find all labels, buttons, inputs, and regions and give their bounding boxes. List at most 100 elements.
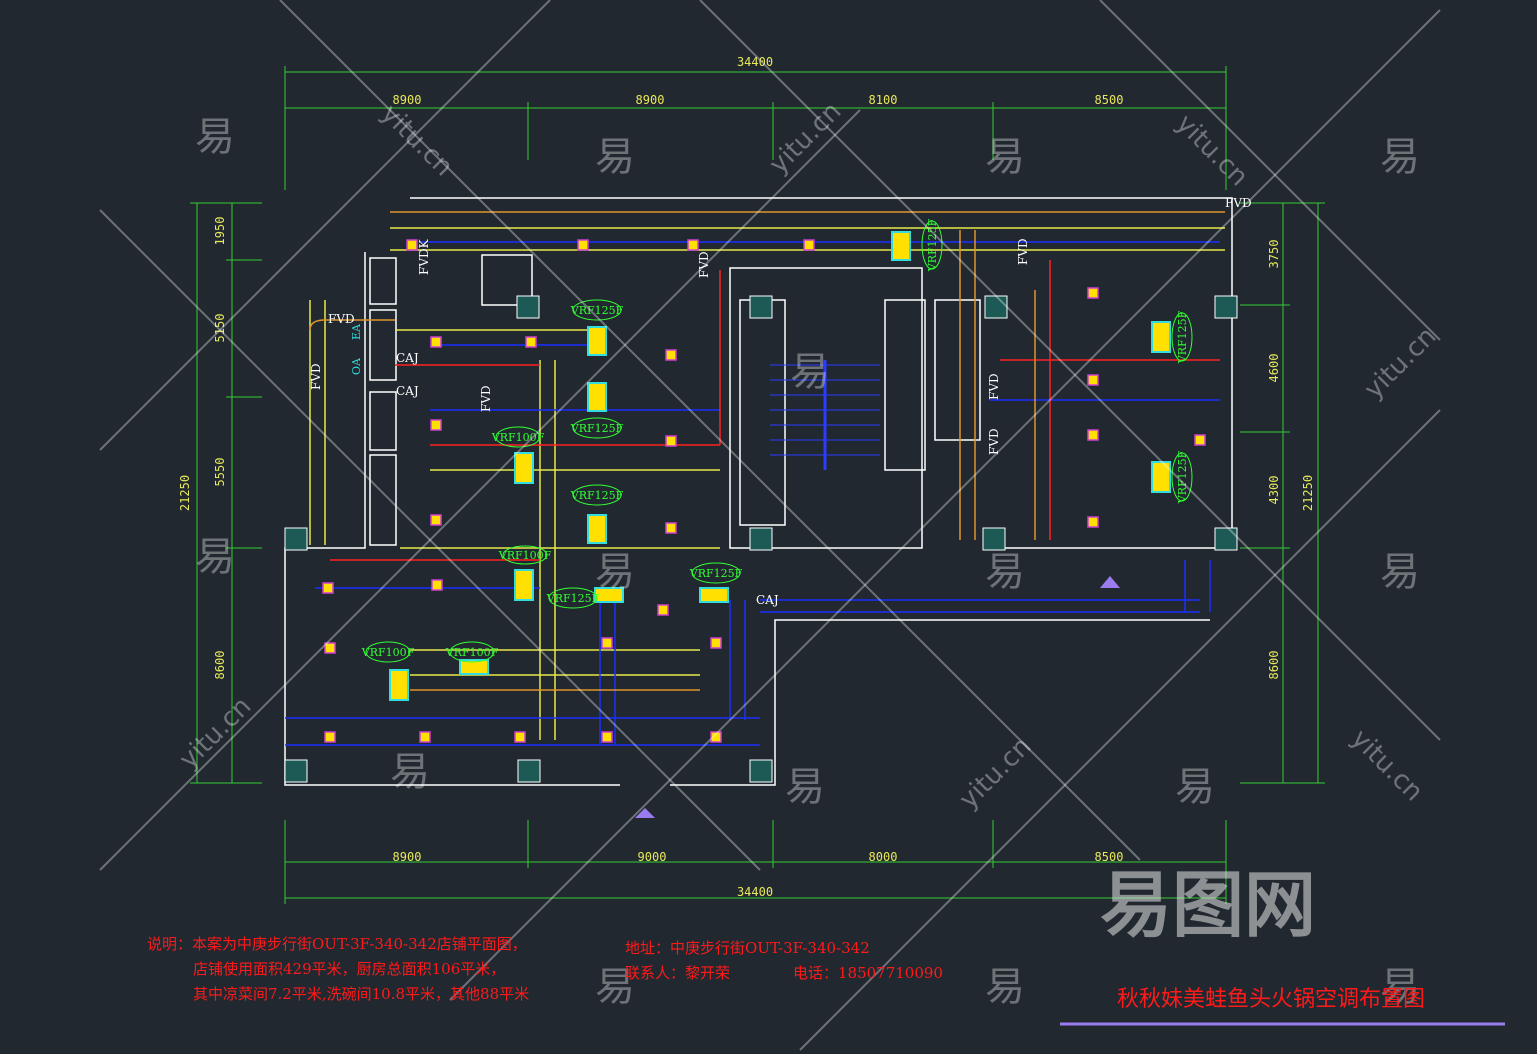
svg-text:yitu.cn: yitu.cn bbox=[764, 96, 848, 180]
vrf-label: VRF125F bbox=[689, 562, 743, 584]
vrf-label: VRF125F bbox=[1171, 310, 1193, 364]
entrance-arrow-icon bbox=[635, 808, 655, 818]
vrf-label: VRF100F bbox=[445, 641, 499, 663]
svg-text:易: 易 bbox=[1380, 964, 1420, 1010]
dim-right: 8600 bbox=[1267, 651, 1281, 680]
vrf-label: VRF125F bbox=[570, 299, 624, 321]
vrf-label: VRF100F bbox=[491, 426, 545, 448]
dim-bottom: 8900 bbox=[393, 850, 422, 864]
svg-text:易: 易 bbox=[1380, 549, 1420, 595]
svg-text:VRF100F: VRF100F bbox=[361, 646, 415, 659]
vrf-label: VRF125F bbox=[1171, 450, 1193, 504]
svg-text:yitu.cn: yitu.cn bbox=[375, 99, 459, 183]
svg-text:易: 易 bbox=[785, 764, 825, 810]
dim-bottom-total: 34400 bbox=[737, 885, 773, 899]
svg-text:易: 易 bbox=[790, 349, 830, 395]
note-line: 说明：本案为中庚步行街OUT-3F-340-342店铺平面图， bbox=[147, 935, 527, 953]
dimension-lines bbox=[190, 66, 1325, 904]
svg-text:OA: OA bbox=[350, 357, 363, 375]
svg-text:FVDK: FVDK bbox=[417, 238, 431, 275]
svg-text:易: 易 bbox=[1380, 134, 1420, 180]
ducts bbox=[285, 211, 1225, 746]
damper-tags: FVD FVD FVDK FVD FVD FVD FVD FVD FVD EA … bbox=[309, 196, 1252, 607]
dim-top: 8500 bbox=[1095, 93, 1124, 107]
svg-text:CAJ: CAJ bbox=[396, 384, 419, 398]
dim-top: 8900 bbox=[636, 93, 665, 107]
dim-bottom: 8000 bbox=[869, 850, 898, 864]
svg-text:易: 易 bbox=[390, 749, 430, 795]
vrf-label: VRF125F bbox=[570, 417, 624, 439]
svg-text:VRF125F: VRF125F bbox=[570, 489, 624, 502]
svg-text:易: 易 bbox=[1175, 764, 1215, 810]
svg-text:FVD: FVD bbox=[697, 251, 711, 278]
vrf-label: VRF125F bbox=[921, 218, 943, 272]
dim-top-total: 34400 bbox=[737, 55, 773, 69]
svg-text:易: 易 bbox=[595, 964, 635, 1010]
svg-text:VRF100F: VRF100F bbox=[498, 549, 552, 562]
vrf-label: VRF100F bbox=[361, 641, 415, 663]
contact: 联系人：黎开荣 bbox=[625, 964, 730, 982]
drawing-notes: 说明：本案为中庚步行街OUT-3F-340-342店铺平面图， 店铺使用面积42… bbox=[147, 935, 1505, 1026]
svg-text:yitu.cn: yitu.cn bbox=[1345, 724, 1429, 808]
vrf-label: VRF125F bbox=[570, 484, 624, 506]
svg-text:VRF125F: VRF125F bbox=[926, 218, 939, 272]
dim-left: 8600 bbox=[213, 651, 227, 680]
watermark-lines bbox=[99, 0, 1441, 1051]
svg-text:yitu.cn: yitu.cn bbox=[954, 731, 1038, 815]
note-line: 其中凉菜间7.2平米,洗碗间10.8平米，其他88平米 bbox=[193, 985, 529, 1003]
dim-left-total: 21250 bbox=[178, 475, 192, 511]
dim-bottom: 9000 bbox=[638, 850, 667, 864]
vrf-label: VRF125F bbox=[546, 587, 600, 609]
svg-text:VRF125F: VRF125F bbox=[689, 567, 743, 580]
svg-text:VRF125F: VRF125F bbox=[570, 422, 624, 435]
svg-text:FVD: FVD bbox=[987, 428, 1001, 455]
dim-left: 5550 bbox=[213, 458, 227, 487]
entrance-arrow-icon bbox=[1100, 576, 1120, 588]
svg-text:FVD: FVD bbox=[1225, 196, 1252, 210]
svg-text:FVD: FVD bbox=[309, 363, 323, 390]
vrf-labels: VRF125F VRF125F VRF100F VRF125F VRF100F … bbox=[361, 218, 1193, 663]
phone: 电话：18507710090 bbox=[793, 964, 943, 982]
dim-right: 3750 bbox=[1267, 240, 1281, 269]
svg-text:易图网: 易图网 bbox=[1100, 863, 1316, 947]
svg-text:VRF100F: VRF100F bbox=[491, 431, 545, 444]
svg-text:yitu.cn: yitu.cn bbox=[174, 691, 258, 775]
svg-text:易: 易 bbox=[595, 134, 635, 180]
dim-left: 1950 bbox=[213, 217, 227, 246]
dim-left: 5150 bbox=[213, 314, 227, 343]
svg-text:FVD: FVD bbox=[479, 385, 493, 412]
vrf-label: VRF100F bbox=[498, 545, 552, 565]
svg-text:易: 易 bbox=[985, 549, 1025, 595]
dim-top: 8100 bbox=[869, 93, 898, 107]
svg-text:EA: EA bbox=[350, 323, 363, 340]
dim-right-total: 21250 bbox=[1301, 475, 1315, 511]
svg-text:VRF100F: VRF100F bbox=[445, 646, 499, 659]
svg-text:易: 易 bbox=[985, 134, 1025, 180]
svg-text:CAJ: CAJ bbox=[396, 351, 419, 365]
svg-text:易: 易 bbox=[595, 549, 635, 595]
svg-text:VRF125F: VRF125F bbox=[570, 304, 624, 317]
dim-right: 4300 bbox=[1267, 476, 1281, 505]
dim-bottom: 8500 bbox=[1095, 850, 1124, 864]
svg-text:CAJ: CAJ bbox=[756, 593, 779, 607]
address: 地址：中庚步行街OUT-3F-340-342 bbox=[625, 939, 870, 957]
svg-text:VRF125F: VRF125F bbox=[546, 592, 600, 605]
indoor-units bbox=[389, 231, 1171, 701]
walls bbox=[284, 197, 1233, 786]
dimension-labels: 34400 8900 8900 8100 8500 8900 9000 8000… bbox=[178, 55, 1315, 899]
svg-text:yitu.cn: yitu.cn bbox=[1170, 109, 1254, 193]
svg-text:FVD: FVD bbox=[987, 373, 1001, 400]
dim-right: 4600 bbox=[1267, 354, 1281, 383]
drawing-title: 秋秋妹美蛙鱼头火锅空调布置图 bbox=[1117, 987, 1425, 1012]
svg-text:FVD: FVD bbox=[328, 312, 355, 326]
svg-text:易: 易 bbox=[195, 534, 235, 580]
dim-top: 8900 bbox=[393, 93, 422, 107]
columns bbox=[284, 295, 1238, 783]
note-line: 店铺使用面积429平米，厨房总面积106平米， bbox=[193, 960, 505, 978]
svg-text:FVD: FVD bbox=[1016, 238, 1030, 265]
svg-text:VRF125F: VRF125F bbox=[1176, 450, 1189, 504]
svg-text:易: 易 bbox=[195, 114, 235, 160]
svg-text:VRF125F: VRF125F bbox=[1176, 310, 1189, 364]
stairs bbox=[770, 360, 880, 470]
